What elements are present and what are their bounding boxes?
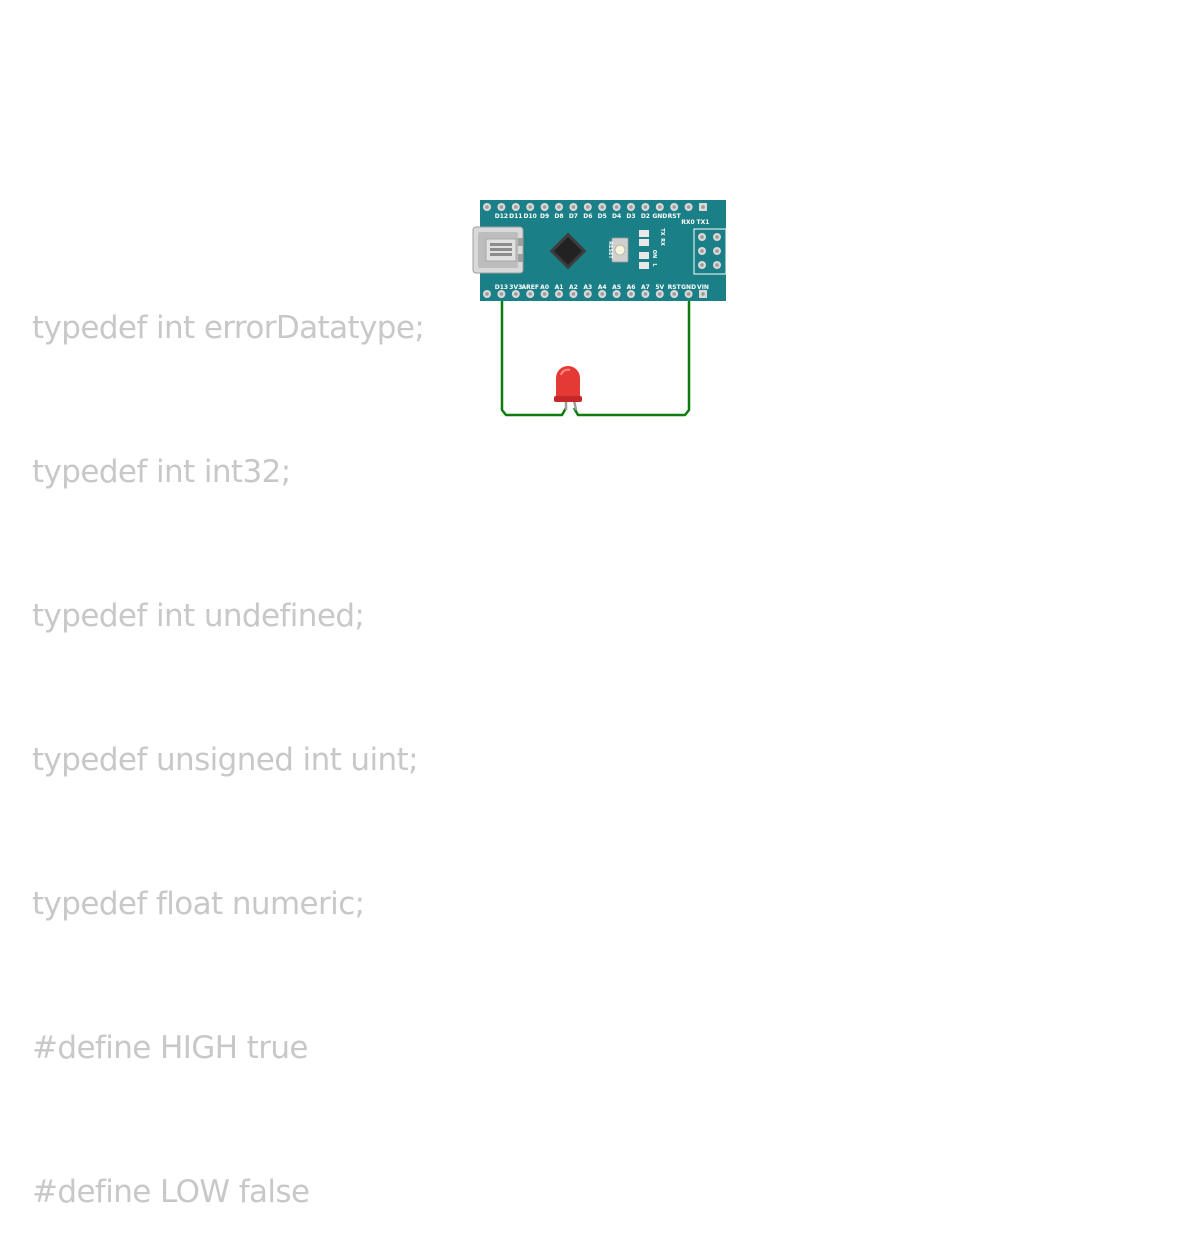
- pin-hole-center: [600, 205, 604, 209]
- code-line: typedef unsigned int uint;: [32, 742, 419, 778]
- wire-gnd-led[interactable]: [572, 293, 691, 417]
- pin-label: A2: [569, 284, 578, 291]
- pin-hole-center: [514, 292, 518, 296]
- bottom-pin-row: [483, 290, 707, 298]
- pin-hole-center: [629, 292, 633, 296]
- code-line: #define HIGH true: [32, 1030, 308, 1066]
- pin-label: AREF: [521, 284, 538, 291]
- pin-label: D3: [626, 213, 635, 220]
- pin-label: GND: [652, 213, 667, 220]
- pin-label: D2: [641, 213, 650, 220]
- code-line: typedef int errorDatatype;: [32, 310, 425, 346]
- pin-hole-center: [485, 292, 489, 296]
- wire-d13-led[interactable]: [500, 293, 568, 417]
- pin-hole-center: [571, 205, 576, 209]
- pin-hole-center: [614, 292, 619, 296]
- pin-hole-center: [686, 205, 691, 209]
- pin-label: A7: [641, 284, 650, 291]
- pin-hole-center: [499, 205, 504, 209]
- pin-label: 5V: [655, 284, 664, 291]
- pin-label: VIN: [697, 284, 709, 291]
- pin-hole-center: [658, 292, 662, 296]
- pin-hole-center: [586, 205, 590, 209]
- usb-connector: [472, 226, 524, 274]
- pin-label: D13: [495, 284, 508, 291]
- pin-label: A5: [612, 284, 621, 291]
- pin-hole-center: [658, 205, 662, 209]
- pin-label: A3: [583, 284, 592, 291]
- pin-hole-center: [514, 205, 518, 209]
- pin-hole-center: [600, 292, 604, 296]
- led-label-tx: TX: [659, 228, 665, 235]
- pin-label: D11: [509, 213, 522, 220]
- pin-label: A1: [555, 284, 564, 291]
- top-pin-row: [483, 203, 707, 211]
- pin-label: GND: [681, 284, 696, 291]
- pin-hole-center: [557, 205, 561, 209]
- code-line: #define LOW false: [32, 1174, 310, 1210]
- pin-hole-center: [629, 205, 633, 209]
- code-line: typedef int int32;: [32, 454, 291, 490]
- reset-label: RESET: [607, 241, 613, 259]
- pin-hole-center: [499, 292, 504, 296]
- pin-hole-center: [643, 205, 648, 209]
- pin-label: A6: [627, 284, 636, 291]
- pin-hole-center: [528, 205, 532, 209]
- pin-hole-center: [571, 292, 576, 296]
- microcontroller-chip: [549, 232, 587, 270]
- pin-hole-center: [542, 205, 547, 209]
- tx1-label: TX1: [697, 219, 710, 226]
- icsp-header: [693, 228, 727, 275]
- pin-label: RST: [668, 213, 682, 220]
- onboard-leds: [639, 230, 649, 269]
- pin-label: D8: [554, 213, 563, 220]
- code-line: typedef float numeric;: [32, 886, 365, 922]
- pin-hole-center: [686, 292, 691, 296]
- rx0-label: RX0: [681, 219, 694, 226]
- led-label-l: L: [651, 263, 657, 267]
- pin-hole-center: [701, 292, 705, 296]
- pin-label: A0: [540, 284, 549, 291]
- pin-label: D5: [598, 213, 607, 220]
- pin-hole-center: [528, 292, 532, 296]
- pin-label: D7: [569, 213, 578, 220]
- pin-label: D6: [583, 213, 592, 220]
- pin-label: D10: [524, 213, 537, 220]
- pin-hole-center: [557, 292, 561, 296]
- red-led[interactable]: [554, 366, 582, 411]
- pin-hole-center: [542, 292, 547, 296]
- pin-hole-center: [672, 292, 676, 296]
- pin-hole-center: [701, 205, 705, 209]
- pin-hole-center: [586, 292, 590, 296]
- reset-button[interactable]: [611, 237, 629, 263]
- pin-label: D4: [612, 213, 621, 220]
- led-label-rx: RX: [659, 238, 665, 246]
- led-label-on: ON: [651, 250, 657, 258]
- pin-label: RST: [668, 284, 682, 291]
- pin-hole-center: [485, 205, 489, 209]
- pin-hole-center: [672, 205, 676, 209]
- pin-hole-center: [614, 205, 619, 209]
- pin-label: D12: [495, 213, 508, 220]
- code-line: typedef int undefined;: [32, 598, 365, 634]
- pin-label: 3V3: [509, 284, 522, 291]
- pin-label: A4: [598, 284, 607, 291]
- pin-hole-center: [643, 292, 648, 296]
- pin-label: D9: [540, 213, 549, 220]
